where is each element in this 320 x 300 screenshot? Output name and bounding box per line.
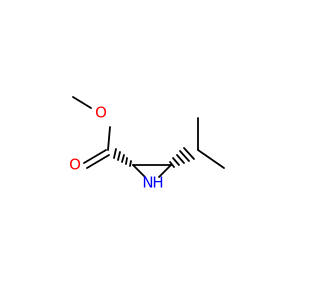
bond-methyl-oxygen — [72, 96, 92, 109]
bond-c3-nitrogen — [158, 164, 172, 178]
structure-canvas: O O N H — [69, 96, 225, 192]
atom-label-methoxy-oxygen: O — [95, 104, 107, 122]
stereo-hash-bond-isopropyl — [169, 147, 195, 168]
bond-c2-nitrogen — [132, 164, 146, 178]
bond-carbonyl-double-1 — [83, 149, 107, 164]
atom-label-ring-nitrogen-hydrogen: H — [152, 174, 163, 192]
atom-label-ring-nitrogen: N — [142, 174, 153, 192]
bond-carbonyl-double-2 — [86, 154, 110, 169]
atom-label-carbonyl-oxygen: O — [69, 156, 81, 174]
bond-isopropyl-lower-methyl — [197, 149, 225, 169]
molecule-structure: O O N H — [69, 96, 225, 192]
stereo-hash-bond-carboxyl — [113, 148, 132, 167]
bond-oxygen-carbonyl-carbon — [107, 126, 111, 151]
